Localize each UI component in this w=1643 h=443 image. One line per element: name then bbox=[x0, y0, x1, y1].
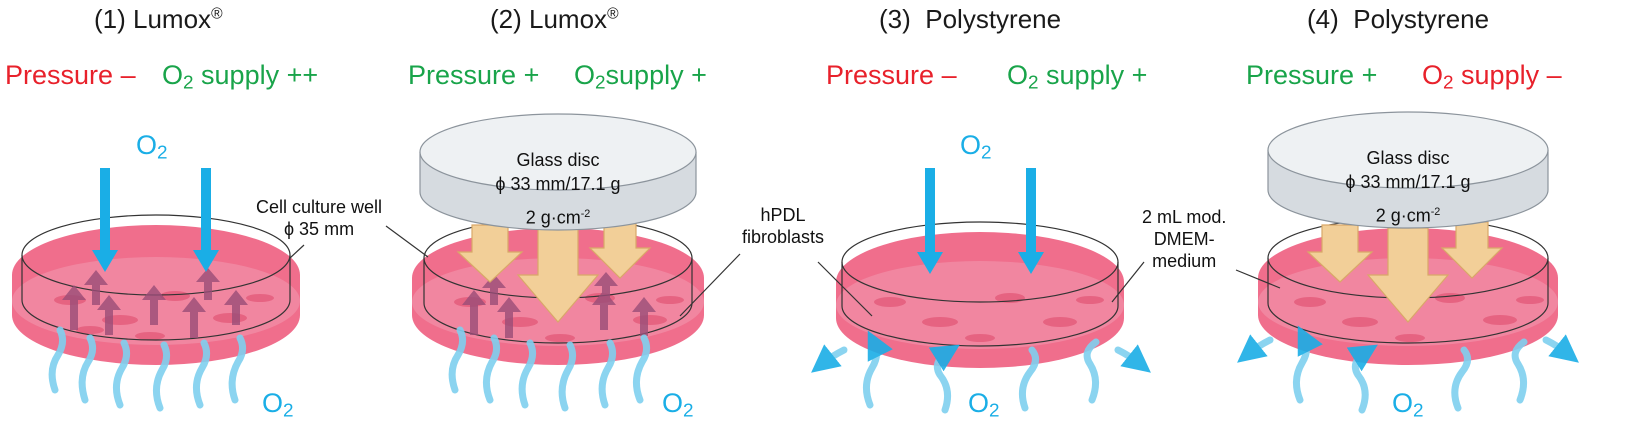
panel-2-pressure-arrows bbox=[456, 221, 652, 323]
panel-1-cell-o2-arrows bbox=[62, 268, 248, 338]
panel-4-glass-disc bbox=[1267, 111, 1549, 229]
panel-4-glass-disc-label: Glass disc ϕ 33 mm/17.1 g 2 g·cm-2 bbox=[1345, 148, 1471, 226]
panel-1-o2-top-label: O2 bbox=[136, 130, 168, 164]
panel-2-glass-disc bbox=[419, 113, 697, 231]
panel-2-glass-disc-label: Glass disc ϕ 33 mm/17.1 g 2 g·cm-2 bbox=[495, 150, 621, 228]
panel-2-pressure-condition: Pressure + bbox=[408, 60, 540, 90]
panel-3-title: (3) Polystyrene bbox=[879, 4, 1062, 34]
panel-4-title: (4) Polystyrene bbox=[1307, 4, 1490, 34]
panel-3-o2-bottom-label: O2 bbox=[968, 388, 1000, 422]
panel-1-o2-condition: O2 supply ++ bbox=[162, 60, 319, 94]
panel-3-pressure-condition: Pressure – bbox=[826, 60, 957, 90]
panel-3-o2-down-arrows bbox=[917, 168, 1044, 274]
dmem-medium-label: 2 mL mod. DMEM- medium bbox=[1142, 207, 1227, 271]
panel-4-pressure-arrows bbox=[1306, 221, 1504, 323]
panel-4-o2-bottom-label: O2 bbox=[1392, 388, 1424, 422]
panel-2-o2-up-wisps bbox=[448, 326, 651, 412]
panel-2-o2-bottom-label: O2 bbox=[662, 388, 694, 422]
panel-1-title: (1) Lumox® bbox=[94, 4, 223, 34]
panel-4-pressure-condition: Pressure + bbox=[1246, 60, 1378, 90]
cell-culture-well-label: Cell culture well ϕ 35 mm bbox=[256, 197, 383, 239]
panel-3-dish bbox=[836, 221, 1124, 368]
panel-2-title: (2) Lumox® bbox=[490, 4, 619, 34]
panel-2-o2-condition: O2supply + bbox=[574, 60, 707, 94]
panel-3-o2-wisps bbox=[811, 330, 1151, 414]
panel-4-o2-condition: O2 supply – bbox=[1422, 60, 1562, 94]
panel-3-o2-condition: O2 supply + bbox=[1007, 60, 1148, 94]
panel-1-o2-up-wisps bbox=[48, 326, 247, 412]
panel-2-cell-o2-arrows bbox=[462, 272, 656, 338]
panel-1-o2-bottom-label: O2 bbox=[262, 388, 294, 422]
panel-1-o2-down-arrows bbox=[92, 168, 219, 272]
panel-1-pressure-condition: Pressure – bbox=[5, 60, 136, 90]
panel-3-o2-top-label: O2 bbox=[960, 130, 992, 164]
panel-4-o2-wisps bbox=[1237, 325, 1579, 414]
hpdl-fibroblasts-label: hPDL fibroblasts bbox=[742, 205, 825, 247]
